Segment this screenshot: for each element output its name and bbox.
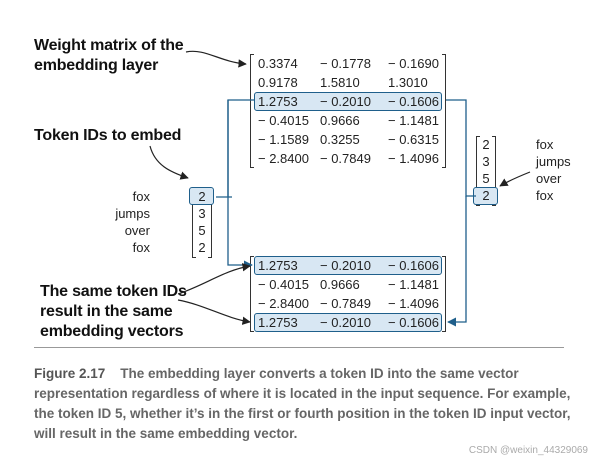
- right-words-arrow: [499, 171, 531, 187]
- weight-matrix-cell: − 0.1690: [388, 56, 439, 71]
- weight-matrix-cell: − 0.2010: [320, 94, 371, 109]
- same-ids-label-line1: The same token IDs: [40, 283, 187, 300]
- output-matrix-cell: 1.2753: [258, 258, 298, 273]
- output-row4-highlight: [254, 313, 442, 332]
- weight-matrix-row: − 0.4015 0.9666 − 1.1481: [258, 111, 444, 130]
- row-to-right-id-arrow: [446, 99, 476, 197]
- watermark: CSDN @weixin_44329069: [468, 445, 588, 456]
- token-word: jumps: [536, 154, 571, 169]
- output-embedding-matrix: 1.2753 − 0.2010 − 0.1606 − 0.4015 0.9666 − 1.…: [250, 256, 446, 332]
- token-word: fox: [132, 240, 150, 255]
- weight-matrix-row: 1.2753 − 0.2010 − 0.1606: [258, 92, 444, 111]
- row-to-output-row1-arrow: [227, 100, 253, 270]
- token-word: fox: [536, 137, 554, 152]
- weight-matrix-cell: 0.3255: [320, 132, 360, 147]
- output-right-bracket: [442, 256, 446, 332]
- output-matrix-cell: 1.2753: [258, 315, 298, 330]
- output-matrix-cell: − 0.4015: [258, 277, 309, 292]
- weight-label-arrow: [185, 50, 247, 68]
- token-id: 2: [482, 188, 490, 203]
- figure-caption-text: The embedding layer converts a token ID …: [34, 366, 571, 441]
- token-id: 5: [482, 171, 490, 186]
- token-id: 3: [198, 206, 206, 221]
- output-matrix-cell: − 1.1481: [388, 277, 439, 292]
- weight-matrix-label-line1: Weight matrix of the: [34, 37, 184, 54]
- token-ids-label: Token IDs to embed: [34, 127, 182, 144]
- same-ids-label-line3: embedding vectors: [40, 323, 184, 340]
- output-left-bracket: [250, 256, 254, 332]
- token-word: jumps: [115, 206, 150, 221]
- matrix-left-bracket: [250, 54, 254, 168]
- matrix-right-bracket: [442, 54, 446, 168]
- weight-matrix-cell: − 0.6315: [388, 132, 439, 147]
- figure-caption: Figure 2.17 The embedding layer converts…: [34, 364, 594, 444]
- caption-divider: [34, 347, 564, 348]
- output-matrix-cell: − 0.1606: [388, 315, 439, 330]
- same-ids-arrow-bottom: [177, 299, 251, 325]
- output-matrix-cell: 0.9666: [320, 277, 360, 292]
- output-matrix-row: − 2.8400 − 0.7849 − 1.4096: [258, 294, 444, 313]
- weight-matrix-row: − 1.1589 0.3255 − 0.6315: [258, 130, 444, 149]
- weight-matrix-row: − 2.8400 − 0.7849 − 1.4096: [258, 149, 444, 168]
- token-id: 2: [198, 189, 206, 204]
- left-id-to-row-arrow: [216, 99, 254, 198]
- weight-matrix: 0.3374 − 0.1778 − 0.1690 0.9178 1.5810 1.3010…: [250, 54, 446, 168]
- token-id: 3: [482, 154, 490, 169]
- output-matrix-row: 1.2753 − 0.2010 − 0.1606: [258, 313, 444, 332]
- token-label-arrow: [149, 145, 189, 180]
- right-vector-bracket-l: [476, 136, 480, 206]
- weight-matrix-cell: − 0.1778: [320, 56, 371, 71]
- weight-matrix-cell: − 0.1606: [388, 94, 439, 109]
- weight-matrix-cell: 1.2753: [258, 94, 298, 109]
- output-matrix-cell: − 0.1606: [388, 258, 439, 273]
- left-id-highlight: [189, 187, 214, 205]
- weight-matrix-row: 0.9178 1.5810 1.3010: [258, 73, 444, 92]
- token-word: fox: [536, 188, 554, 203]
- output-matrix-cell: − 0.2010: [320, 258, 371, 273]
- weight-matrix-cell: 0.9178: [258, 75, 298, 90]
- weight-matrix-cell: 1.3010: [388, 75, 428, 90]
- weight-matrix-cell: − 0.4015: [258, 113, 309, 128]
- weight-matrix-cell: − 1.4096: [388, 151, 439, 166]
- output-matrix-cell: − 0.7849: [320, 296, 371, 311]
- output-matrix-row: 1.2753 − 0.2010 − 0.1606: [258, 256, 444, 275]
- token-word: over: [124, 223, 150, 238]
- token-id: 5: [198, 223, 206, 238]
- weight-matrix-cell: − 0.7849: [320, 151, 371, 166]
- output-matrix-row: − 0.4015 0.9666 − 1.1481: [258, 275, 444, 294]
- same-ids-arrow-top: [177, 263, 251, 295]
- output-row1-highlight: [254, 256, 442, 275]
- same-ids-label-line2: result in the same: [40, 303, 173, 320]
- weight-matrix-label-line2: embedding layer: [34, 57, 159, 74]
- weight-matrix-cell: 0.3374: [258, 56, 298, 71]
- right-id-to-output-row4-arrow: [447, 196, 467, 327]
- weight-matrix-cell: 0.9666: [320, 113, 360, 128]
- output-matrix-cell: − 1.4096: [388, 296, 439, 311]
- output-matrix-cell: − 2.8400: [258, 296, 309, 311]
- weight-matrix-row: 0.3374 − 0.1778 − 0.1690: [258, 54, 444, 73]
- weight-matrix-cell: − 1.1589: [258, 132, 309, 147]
- weight-matrix-cell: 1.5810: [320, 75, 360, 90]
- output-matrix-cell: − 0.2010: [320, 315, 371, 330]
- weight-matrix-cell: − 1.1481: [388, 113, 439, 128]
- token-id: 2: [482, 137, 490, 152]
- weight-row-highlight: [254, 92, 442, 111]
- left-token-vector: [189, 187, 214, 258]
- token-id: 2: [198, 240, 206, 255]
- token-word: fox: [132, 189, 150, 204]
- weight-matrix-cell: − 2.8400: [258, 151, 309, 166]
- token-word: over: [536, 171, 562, 186]
- right-vector-bracket-r: [492, 136, 496, 206]
- figure-number: Figure 2.17: [34, 366, 106, 381]
